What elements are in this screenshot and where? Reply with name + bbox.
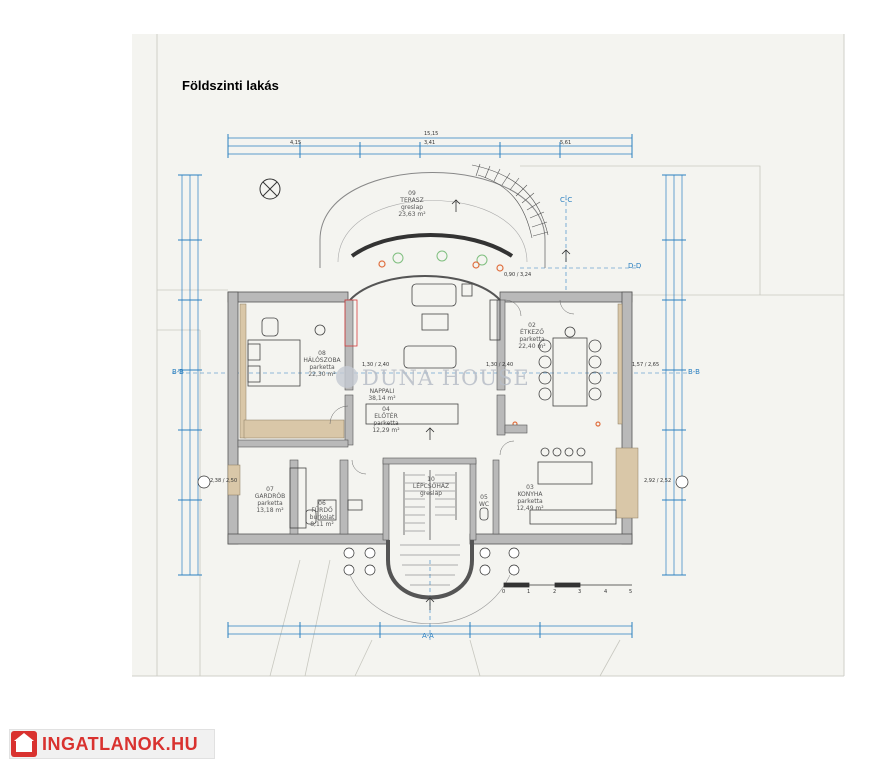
- lights: [378, 260, 601, 427]
- dimension-opening-1: 1,30 / 2,40: [362, 362, 390, 368]
- compass-icon: [259, 178, 281, 200]
- watermark-mark: [336, 366, 358, 388]
- exterior-walls: [227, 291, 633, 545]
- armchair: [261, 317, 326, 337]
- planters: [392, 250, 488, 266]
- bath-fixtures: [305, 299, 489, 525]
- door-swings: [329, 299, 575, 475]
- scale-label-0: 0: [502, 589, 506, 595]
- terrace-rail: [350, 233, 514, 258]
- wood-cladding: [227, 303, 639, 519]
- site-line-left: [157, 289, 228, 676]
- scale-label-1: 1: [527, 589, 531, 595]
- scale-label-2: 2: [553, 589, 557, 595]
- driveway: [269, 559, 621, 677]
- site-area: [132, 34, 844, 676]
- exterior-stair: [471, 163, 549, 239]
- bed: [247, 339, 301, 387]
- section-bubbles: [197, 475, 689, 576]
- kitchen: [529, 447, 617, 525]
- section-lines: [172, 195, 690, 640]
- section-mark-cc: C-C: [560, 196, 573, 204]
- stair-handrail: [403, 470, 457, 540]
- arrow-icons: [425, 199, 571, 610]
- section-mark-dd: D-D: [628, 262, 642, 270]
- dimension-top-2: 3,41: [424, 140, 436, 146]
- dimension-top-3: 5,61: [560, 140, 572, 146]
- dimension-top-1: 4,15: [290, 140, 302, 146]
- wardrobe: [289, 467, 337, 529]
- dining-table: [538, 326, 602, 407]
- dimension-window-4: 2,38 / 2,50: [210, 478, 238, 484]
- plan-title: Földszinti lakás: [182, 78, 279, 93]
- scale-label-5: 5: [629, 589, 633, 595]
- scale-label-4: 4: [604, 589, 608, 595]
- section-mark-aa: A-A: [422, 632, 434, 640]
- dimension-opening-2: 1,30 / 2,40: [486, 362, 514, 368]
- site-line-right: [520, 165, 844, 296]
- dimension-lines: [181, 137, 683, 635]
- dimension-overall: 15,15: [424, 131, 439, 137]
- scale-bar: [503, 582, 632, 588]
- ingatlanok-logo[interactable]: INGATLANOK.HU: [9, 729, 215, 759]
- scale-label-3: 3: [578, 589, 582, 595]
- interior-walls: [237, 299, 528, 541]
- section-mark-bb-left: B-B: [172, 368, 184, 376]
- dimension-window-1: 0,90 / 3,24: [504, 272, 532, 278]
- house-icon: [11, 731, 37, 757]
- site-boundary: [132, 34, 845, 677]
- entrance-arc: [349, 574, 511, 625]
- terrace-outline: [319, 172, 546, 268]
- living-front: [349, 275, 501, 301]
- entry-cabinet: [365, 403, 459, 425]
- dimension-window-3: 2,92 / 2,52: [644, 478, 672, 484]
- section-mark-bb-right: B-B: [688, 368, 700, 376]
- stair-treads: [400, 474, 460, 586]
- dimension-ticks: [178, 134, 686, 638]
- watermark: DUNA HOUSE: [362, 366, 530, 390]
- dimension-window-2: 1,57 / 2,65: [632, 362, 660, 368]
- logo-text: INGATLANOK.HU: [42, 733, 199, 754]
- sofa: [403, 283, 501, 369]
